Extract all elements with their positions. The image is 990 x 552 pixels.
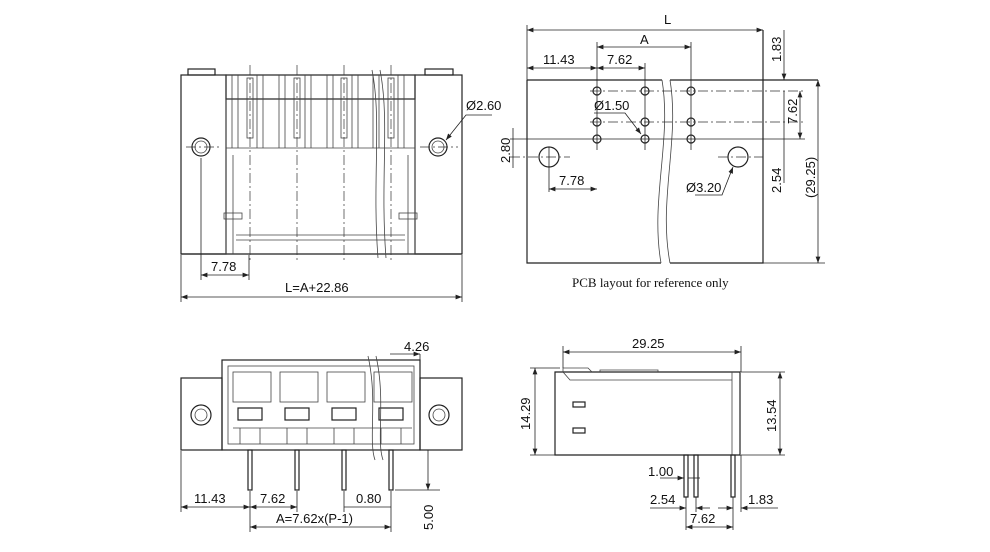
span-formula-label: A=7.62x(P-1): [276, 511, 353, 526]
row-to-mount-label: 2.54: [769, 168, 784, 193]
pin-pitch-label: 7.62: [607, 52, 632, 67]
pin-holes: [510, 86, 805, 144]
rear-offset-label: 1.83: [748, 492, 773, 507]
pins: [247, 449, 394, 491]
height-total-label: 14.29: [518, 397, 533, 430]
mount-hole-right: [420, 137, 458, 157]
side-pins: [683, 454, 736, 498]
row-pitch-label: 7.62: [690, 511, 715, 526]
mount-ear-right: [428, 404, 450, 426]
bottom-front-view: 4.26 11.43 7.62 0.80 A=7.62x(P-1) 5.00: [180, 339, 463, 532]
pin-hole-diameter-label: Ø1.50: [594, 98, 629, 113]
pin-spacing-label: 2.54: [650, 492, 675, 507]
pcb-caption: PCB layout for reference only: [572, 275, 729, 290]
top-front-view: Ø2.60 7.78 L=A+22.86: [180, 65, 501, 302]
edge-to-pin-label: 11.43: [543, 52, 575, 67]
hole-diameter-label: Ø2.60: [466, 98, 501, 113]
side-view: 29.25 14.29 13.54 1.00 2.54 1.83 7.62: [518, 336, 785, 530]
edge-to-pin-label: 11.43: [194, 491, 226, 506]
length-label: L: [664, 12, 671, 27]
total-depth-label: (29.25): [803, 157, 818, 198]
flange-offset-label: 7.78: [211, 259, 236, 274]
length-formula-label: L=A+22.86: [285, 280, 349, 295]
mount-hole-left: [186, 137, 220, 157]
height-body-label: 13.54: [764, 399, 779, 432]
pin-width-label: 0.80: [356, 491, 381, 506]
pcb-layout: L A 11.43 7.62 Ø1.50 Ø3.20 2.80 7.78 2.8…: [498, 12, 825, 290]
mount-vertical-offset-label: 2.80: [498, 138, 513, 163]
mount-hole-diameter-label: Ø3.20: [686, 180, 721, 195]
mount-ear-left: [190, 404, 212, 426]
row-pitch-label: 7.62: [785, 99, 800, 124]
pitch-span-label: A: [640, 32, 649, 47]
terminal-comb: [231, 75, 405, 148]
mount-offset-label: 7.78: [559, 173, 584, 188]
depth-label: 29.25: [632, 336, 665, 351]
pin-length-label: 5.00: [421, 505, 436, 530]
top-offset-label: 4.26: [404, 339, 429, 354]
pin-pitch-label: 7.62: [260, 491, 285, 506]
pin-width-label: 1.00: [648, 464, 673, 479]
terminal-cells: [232, 371, 413, 444]
top-offset-label: 1.83: [769, 37, 784, 62]
